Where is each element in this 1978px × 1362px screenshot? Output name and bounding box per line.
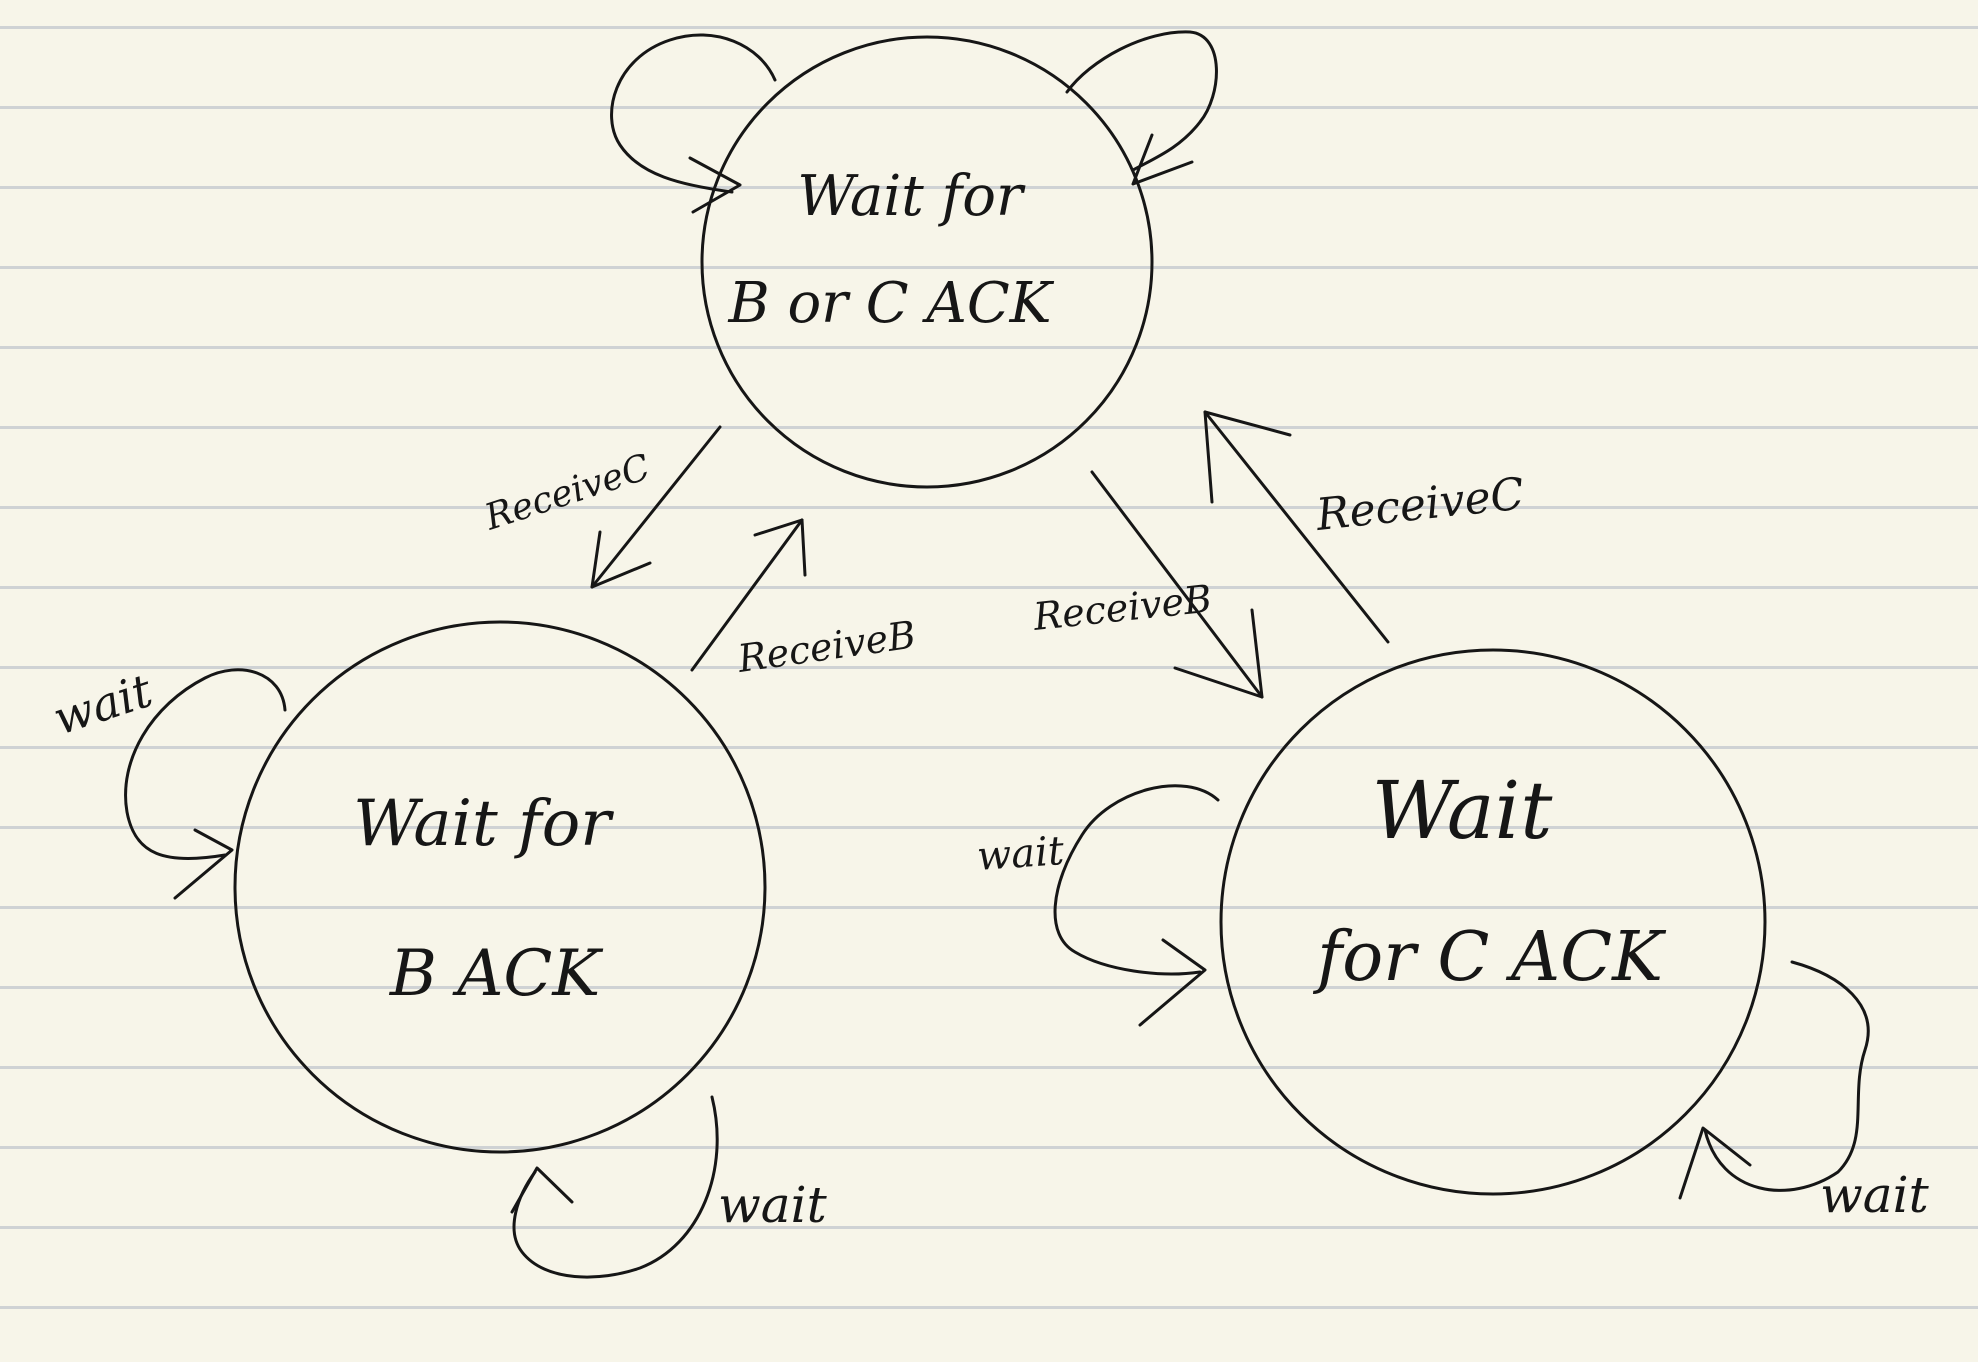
loop-label: wait — [47, 663, 159, 745]
arrowhead — [1131, 133, 1194, 186]
loop-label: wait — [718, 1176, 828, 1234]
transition-right-to-top: ReceiveC — [1203, 410, 1527, 644]
arrowhead — [173, 828, 234, 900]
transition-line — [1203, 410, 1390, 644]
state-label-line2: B ACK — [389, 937, 604, 1011]
loop-label: wait — [1820, 1166, 1930, 1224]
loop-curve — [610, 33, 777, 194]
state-label-line2: B or C ACK — [727, 271, 1054, 336]
state-right: Wait for C ACK — [1219, 648, 1767, 1196]
self-loop-top-left — [610, 33, 777, 214]
arrowhead — [1138, 938, 1207, 1027]
state-label-line2: for C ACK — [1312, 918, 1667, 997]
arrowhead — [1173, 608, 1264, 699]
transition-left-to-top: ReceiveB — [690, 518, 918, 681]
arrowhead — [510, 1166, 574, 1214]
transition-label: ReceiveB — [1030, 576, 1214, 639]
loop-label: wait — [975, 828, 1066, 880]
loop-curve — [1065, 30, 1218, 172]
transition-line — [1090, 470, 1264, 699]
loop-curve — [1703, 960, 1870, 1192]
state-circle — [1219, 648, 1767, 1196]
loop-curve — [124, 668, 287, 861]
transition-label: ReceiveC — [1313, 468, 1527, 541]
arrowhead — [753, 518, 807, 577]
state-label-line1: Wait for — [353, 787, 614, 861]
state-label-line1: Wait — [1372, 764, 1554, 857]
transition-top-to-right: ReceiveB — [1030, 470, 1264, 699]
self-loop-left-west: wait — [47, 663, 287, 900]
state-label-line1: Wait for — [797, 164, 1026, 229]
transition-label: ReceiveB — [734, 612, 918, 681]
arrowhead — [1678, 1126, 1752, 1200]
loop-curve — [1053, 784, 1220, 976]
transition-line — [690, 518, 804, 672]
self-loop-right-southeast: wait — [1678, 960, 1930, 1224]
self-loop-left-south: wait — [510, 1095, 828, 1279]
arrowhead — [590, 530, 652, 589]
state-circle — [700, 35, 1154, 489]
self-loop-right-west: wait — [975, 784, 1220, 1027]
transition-top-to-left: ReceiveC — [479, 425, 722, 589]
arrowhead — [1203, 410, 1292, 504]
self-loop-top-right — [1065, 30, 1218, 186]
state-top: Wait for B or C ACK — [700, 35, 1154, 489]
state-left: Wait for B ACK — [233, 620, 767, 1154]
arrowhead — [688, 156, 742, 214]
transition-label: ReceiveC — [479, 447, 655, 539]
state-circle — [233, 620, 767, 1154]
transition-line — [590, 425, 722, 589]
loop-curve — [512, 1095, 719, 1279]
